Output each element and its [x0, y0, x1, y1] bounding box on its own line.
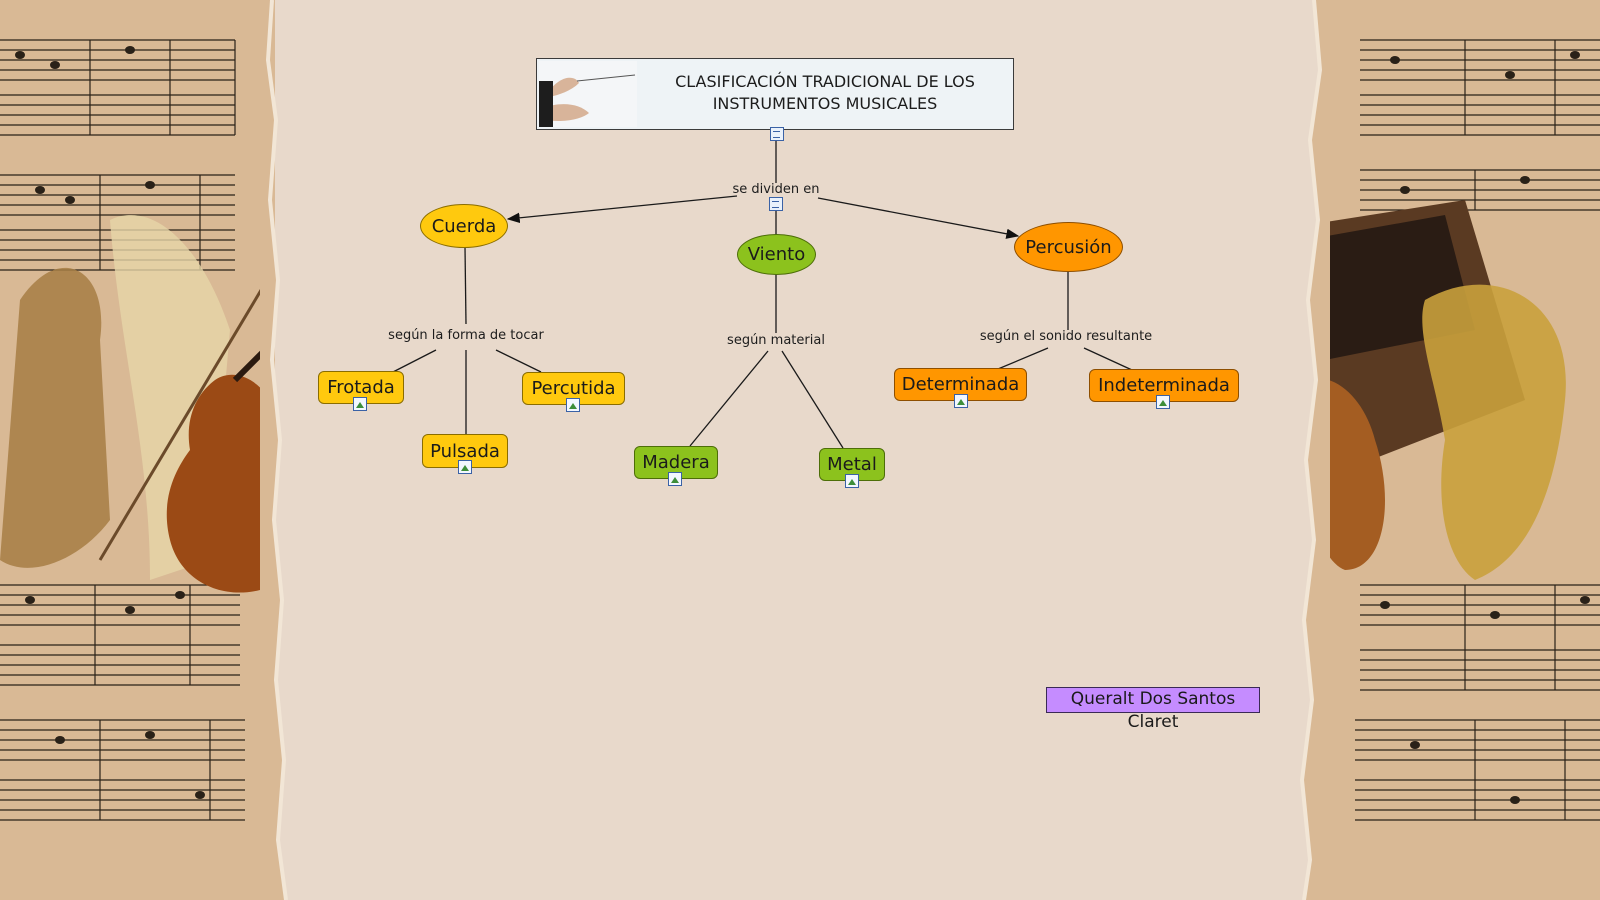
connector-to-frotada	[392, 349, 437, 373]
sheet-music-left-panel	[0, 0, 275, 900]
connector-to-madera	[689, 350, 769, 447]
link-label-material: según material	[727, 333, 825, 348]
sheet-music-right-panel	[1325, 0, 1600, 900]
connector-to-percusion	[817, 197, 1020, 239]
title-line-2: INSTRUMENTOS MUSICALES	[712, 94, 938, 113]
node-madera[interactable]: Madera	[634, 446, 718, 479]
sheet-music-right-image	[1325, 39, 1600, 821]
connector-to-cuerda	[506, 195, 738, 224]
torn-paper-edge-left	[260, 0, 288, 900]
node-frotada[interactable]: Frotada	[318, 371, 404, 404]
link-label-sonido-resultante: según el sonido resultante	[979, 329, 1153, 344]
connector-to-determinada	[997, 347, 1049, 370]
conductor-image	[539, 61, 637, 127]
image-icon[interactable]	[1156, 395, 1170, 409]
sheet-music-left-image	[0, 39, 275, 821]
image-icon[interactable]	[845, 474, 859, 488]
title-text: CLASIFICACIÓN TRADICIONAL DE LOS INSTRUM…	[647, 71, 1003, 115]
image-icon[interactable]	[353, 397, 367, 411]
document-icon[interactable]	[769, 197, 783, 211]
image-icon[interactable]	[458, 460, 472, 474]
node-viento[interactable]: Viento	[737, 234, 816, 275]
title-line-1: CLASIFICACIÓN TRADICIONAL DE LOS	[675, 72, 975, 91]
connector-to-indeterminada	[1083, 347, 1133, 371]
link-label-se-dividen-en: se dividen en	[732, 182, 820, 197]
connector-to-metal	[781, 350, 844, 449]
torn-paper-edge-right	[1300, 0, 1330, 900]
node-metal[interactable]: Metal	[819, 448, 885, 481]
title-node[interactable]: CLASIFICACIÓN TRADICIONAL DE LOS INSTRUM…	[536, 58, 1014, 130]
node-cuerda[interactable]: Cuerda	[420, 204, 508, 248]
connector-cuerda-to-link	[464, 246, 467, 325]
author-node[interactable]: Queralt Dos Santos Claret	[1046, 687, 1260, 732]
node-percusion[interactable]: Percusión	[1014, 222, 1123, 272]
image-icon[interactable]	[954, 394, 968, 408]
document-icon[interactable]	[770, 127, 784, 141]
image-icon[interactable]	[566, 398, 580, 412]
image-icon[interactable]	[668, 472, 682, 486]
connector-to-percutida	[495, 349, 542, 373]
link-label-forma-de-tocar: según la forma de tocar	[388, 328, 544, 343]
